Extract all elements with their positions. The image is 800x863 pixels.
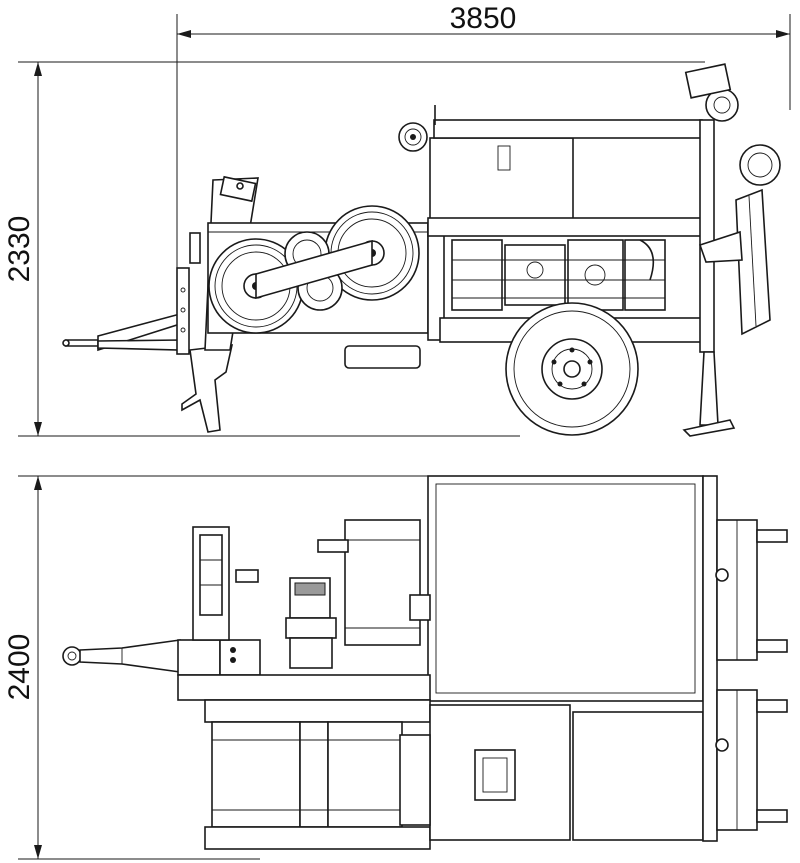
top-view [62, 475, 788, 850]
front-deck [177, 674, 431, 701]
engine-block [451, 239, 666, 311]
fuel-tank [344, 345, 421, 369]
rear-frame-top [702, 475, 788, 842]
front-bracket [189, 232, 201, 264]
rear-frame-column [699, 119, 715, 353]
rope-guide-arm [684, 63, 781, 336]
road-wheel [505, 302, 639, 436]
hydraulic-cabinet-top [572, 711, 704, 841]
dimension-width: 2400 [3, 475, 430, 860]
dimension-length: 3850 [176, 2, 791, 270]
engine-cabinet [429, 137, 576, 221]
handwheel-side [398, 105, 436, 152]
top-rail [433, 119, 703, 139]
deck-rail [204, 699, 431, 723]
dimension-height: 2330 [3, 61, 705, 437]
rear-jack-foot [682, 419, 736, 437]
drive-arm [255, 239, 373, 300]
side-view [62, 63, 781, 437]
rear-jack [699, 351, 719, 426]
gearbox-top [285, 577, 337, 669]
dimension-label-width: 2400 [3, 634, 36, 701]
guide-roller-top [192, 526, 259, 641]
tow-bar-top [62, 639, 181, 673]
front-frame-plate [176, 267, 190, 355]
rear-deck [204, 826, 431, 850]
drums-top [211, 721, 403, 828]
cabinet-top [427, 475, 704, 702]
front-hitch-plate [177, 639, 221, 676]
front-jack-leg [181, 344, 234, 433]
dimension-label-length: 3850 [450, 2, 517, 35]
tow-bar-side [62, 312, 181, 352]
dimension-label-height: 2330 [3, 216, 36, 283]
fuel-tank-top [317, 519, 421, 646]
front-pin-block [219, 639, 261, 676]
upper-frame [427, 217, 705, 237]
